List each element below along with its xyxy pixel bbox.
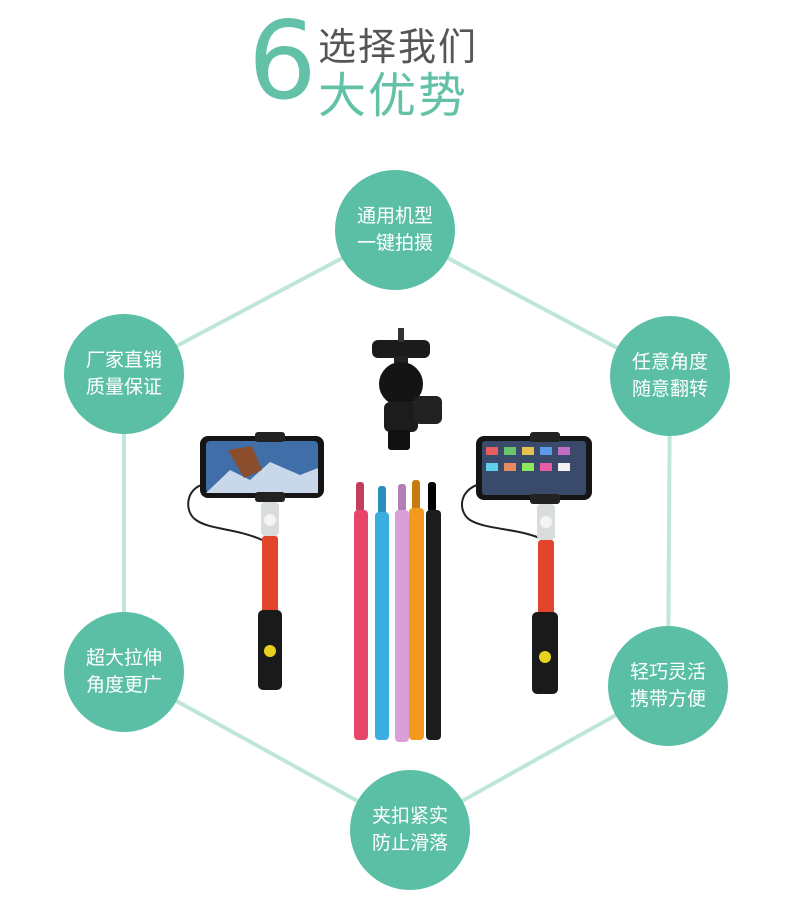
headline-line2: 大优势	[318, 68, 469, 124]
feature-lightweight: 轻巧灵活 携带方便	[608, 626, 728, 746]
left-selfie-stick	[187, 432, 324, 690]
feature-title: 通用机型	[356, 205, 433, 227]
feature-any-angle: 任意角度 随意翻转	[610, 316, 730, 436]
ball-head-mount	[372, 328, 442, 450]
feature-title: 夹扣紧实	[371, 805, 448, 827]
feature-title: 超大拉伸	[85, 647, 162, 669]
colored-poles	[354, 480, 441, 742]
feature-secure-clamp: 夹扣紧实 防止滑落	[350, 770, 470, 890]
feature-title: 厂家直销	[85, 349, 162, 371]
headline-line1: 选择我们	[318, 25, 479, 69]
feature-universal-models: 通用机型 一键拍摄	[335, 170, 455, 290]
right-selfie-stick	[461, 432, 592, 694]
feature-subtitle: 携带方便	[629, 688, 706, 710]
feature-title: 任意角度	[631, 351, 708, 373]
feature-subtitle: 一键拍摄	[356, 232, 433, 254]
feature-title: 轻巧灵活	[629, 661, 706, 683]
feature-extra-extension: 超大拉伸 角度更广	[64, 612, 184, 732]
headline-number: 6	[248, 0, 317, 124]
feature-subtitle: 质量保证	[85, 376, 162, 398]
feature-subtitle: 角度更广	[85, 674, 162, 696]
feature-factory-direct: 厂家直销 质量保证	[64, 314, 184, 434]
feature-subtitle: 防止滑落	[371, 832, 448, 854]
feature-subtitle: 随意翻转	[631, 378, 708, 400]
